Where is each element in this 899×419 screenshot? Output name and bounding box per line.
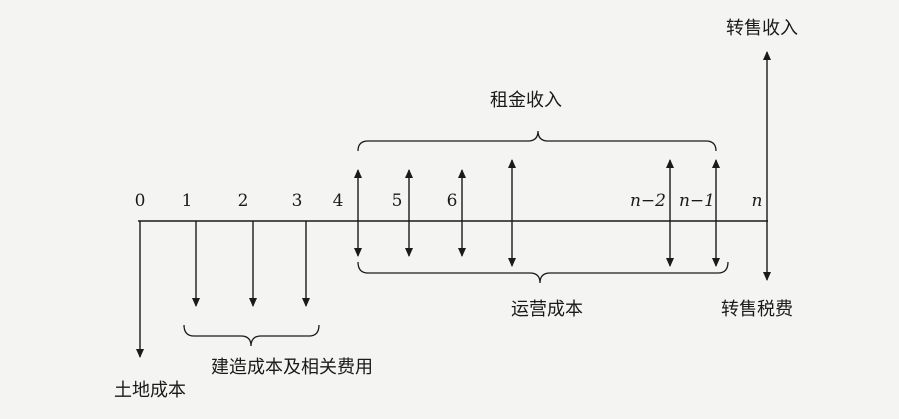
operating-cost-label: 运营成本 bbox=[511, 299, 583, 320]
period-label-0: 0 bbox=[135, 191, 146, 211]
period-label-4: 4 bbox=[333, 191, 344, 211]
land-cost-label: 土地成本 bbox=[114, 380, 186, 401]
period-label-2: 2 bbox=[238, 191, 249, 211]
resale-tax-label: 转售税费 bbox=[721, 299, 793, 320]
period-label-n: n bbox=[752, 191, 763, 211]
construction-cost-brace bbox=[183, 324, 320, 347]
operating-cost-brace bbox=[357, 261, 729, 284]
period-label-3: 3 bbox=[292, 191, 303, 211]
period-label-1: 1 bbox=[182, 191, 193, 211]
resale-income-label: 转售收入 bbox=[726, 18, 798, 39]
rent-income-brace bbox=[357, 130, 717, 152]
period-label-n-2: n−2 bbox=[630, 191, 666, 211]
period-label-5: 5 bbox=[392, 191, 403, 211]
period-label-6: 6 bbox=[447, 191, 458, 211]
period-label-n-1: n−1 bbox=[679, 191, 715, 211]
rent-income-label: 租金收入 bbox=[490, 90, 562, 111]
construction-cost-label: 建造成本及相关费用 bbox=[211, 357, 373, 378]
